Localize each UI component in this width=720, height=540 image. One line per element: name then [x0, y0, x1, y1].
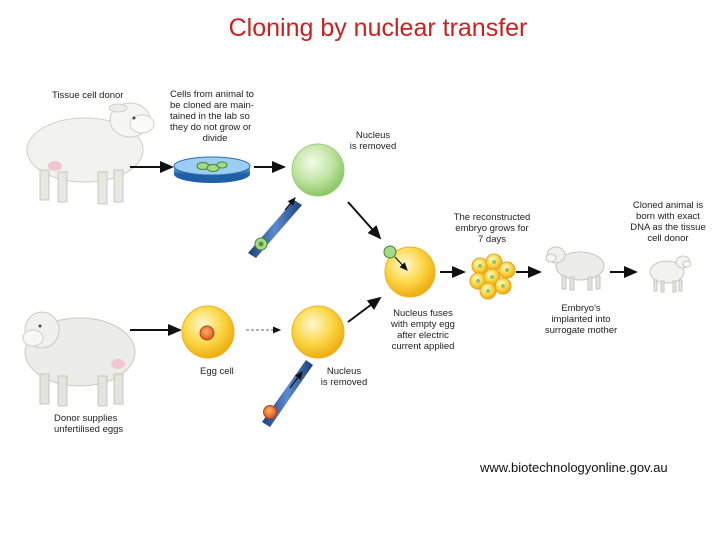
- label-tissue-donor: Tissue cell donor: [52, 90, 124, 101]
- pipette-bottom: [262, 360, 313, 427]
- label-line: unfertilised eggs: [54, 424, 124, 435]
- label-line: tained in the lab so: [170, 111, 250, 122]
- label-line: Nucleus: [355, 130, 391, 141]
- label-cells-maintained: Cells from animal to be cloned are main-…: [170, 89, 260, 144]
- tissue-donor-sheep: [26, 102, 155, 205]
- label-line: with empty egg: [391, 319, 455, 330]
- label-line: is removed: [320, 377, 368, 388]
- cloned-lamb: [649, 255, 692, 293]
- label-line: Nucleus: [326, 366, 362, 377]
- label-line: Cells from animal to: [170, 89, 254, 100]
- egg-donor-sheep: [22, 311, 136, 407]
- arrow-bottom-to-fused: [347, 296, 382, 323]
- label-donor-eggs: Donor supplies unfertilised eggs: [54, 413, 123, 435]
- label-line: cell donor: [647, 233, 689, 244]
- label-line: The reconstructed: [453, 212, 531, 223]
- pipette-top: [248, 197, 302, 258]
- label-line: be cloned are main-: [170, 100, 254, 111]
- label-line: they do not grow or: [170, 122, 252, 133]
- label-cloned-animal: Cloned animal is born with exact DNA as …: [622, 200, 714, 244]
- label-line: surrogate mother: [544, 325, 618, 336]
- label-embryos-implanted: Embryo's implanted into surrogate mother: [536, 303, 626, 336]
- embryo-cluster: [469, 253, 516, 300]
- label-line: born with exact: [636, 211, 700, 222]
- page-title: Cloning by nuclear transfer: [228, 14, 528, 42]
- label-egg-cell: Egg cell: [200, 366, 234, 377]
- label-line: Nucleus fuses: [393, 308, 453, 319]
- label-line: embryo grows for: [455, 223, 529, 234]
- fused-egg-cell: [383, 245, 436, 298]
- label-line: is removed: [349, 141, 397, 152]
- arrow-top-to-fused: [347, 201, 382, 240]
- surrogate-sheep: [545, 246, 605, 291]
- label-nucleus-fuses: Nucleus fuses with empty egg after elect…: [380, 308, 466, 352]
- label-line: implanted into: [551, 314, 611, 325]
- label-line: after electric: [397, 330, 449, 341]
- label-line: current applied: [391, 341, 455, 352]
- label-nucleus-removed-bottom: Nucleus is removed: [314, 366, 374, 388]
- label-line: DNA as the tissue: [630, 222, 706, 233]
- label-nucleus-removed-top: Nucleus is removed: [340, 130, 406, 152]
- label-line: Donor supplies: [54, 413, 118, 424]
- label-line: 7 days: [478, 234, 506, 245]
- enucleated-egg-cell: [291, 305, 345, 359]
- label-line: Embryo's: [561, 303, 601, 314]
- source-url: www.biotechnologyonline.gov.au: [480, 460, 668, 475]
- label-line: divide: [202, 133, 228, 144]
- green-donor-cell: [291, 143, 345, 197]
- egg-cell: [181, 305, 235, 359]
- petri-dish: [173, 156, 251, 183]
- label-line: Cloned animal is: [632, 200, 704, 211]
- label-reconstructed-embryo: The reconstructed embryo grows for 7 day…: [446, 212, 538, 245]
